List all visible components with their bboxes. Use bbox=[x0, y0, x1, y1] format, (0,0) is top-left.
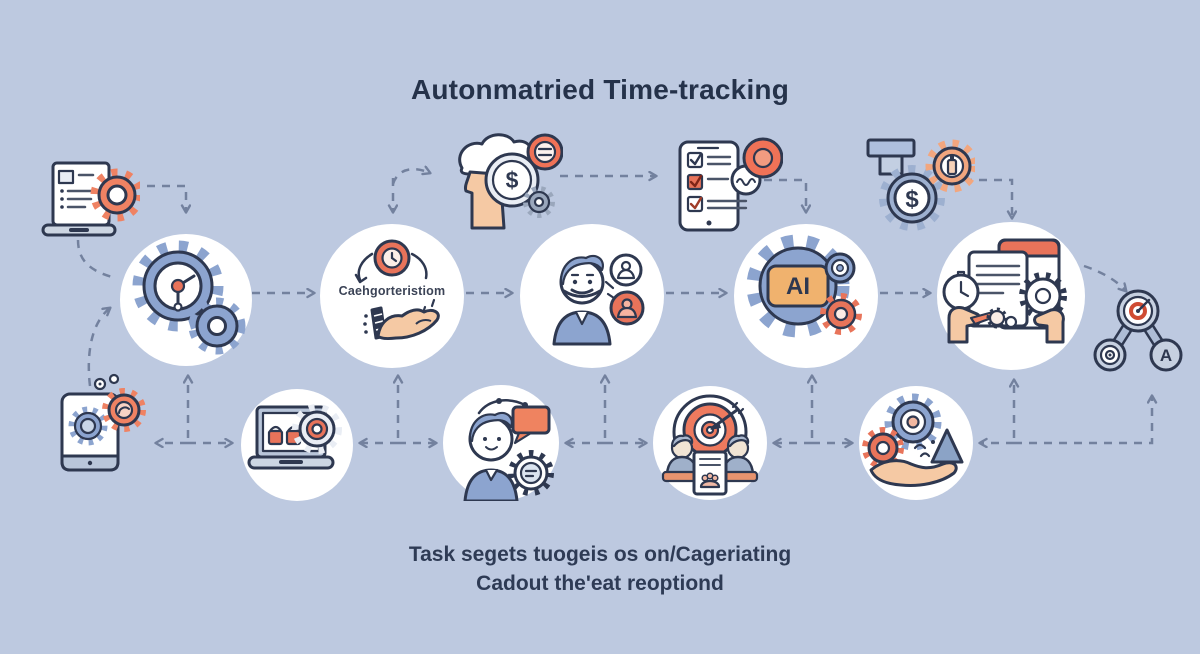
caption-text: Task segets tuogeis os on/Cageriating Ca… bbox=[0, 540, 1200, 598]
network-letter-text: A bbox=[1160, 346, 1172, 365]
caption-line1: Task segets tuogeis os on/Cageriating bbox=[408, 543, 792, 566]
phone-checklist-icon bbox=[668, 136, 784, 241]
arrow-laptop-top-to-step1 bbox=[132, 184, 186, 212]
node-hand-categorization: Caehgorteristiom bbox=[320, 224, 464, 368]
phone-gears-icon bbox=[48, 372, 148, 492]
arrow-branch-head-icon bbox=[391, 169, 430, 185]
node-ai-gear: AI bbox=[734, 224, 878, 368]
ai-text: AI bbox=[786, 273, 810, 300]
node-gears-clock bbox=[120, 234, 252, 366]
dollar-gears-pipe-icon: $ bbox=[860, 130, 979, 240]
thinking-head-coin-icon: $ bbox=[438, 128, 564, 238]
gear-dollar-text: $ bbox=[905, 186, 919, 213]
node-team-target bbox=[653, 386, 767, 500]
person-badges-icon bbox=[552, 253, 645, 346]
hand-gears-cone-icon bbox=[862, 393, 964, 487]
categorization-label: Caehgorteristiom bbox=[338, 284, 446, 298]
laptop-document-gear-icon bbox=[35, 155, 144, 255]
page-title: Autonmatried Time-tracking bbox=[410, 74, 790, 105]
gears-clock-icon bbox=[132, 240, 246, 355]
node-document-review bbox=[937, 222, 1085, 370]
hand-clock-icon bbox=[354, 239, 440, 341]
person-chat-gear-icon bbox=[463, 398, 554, 501]
network-target-icon: A bbox=[1086, 283, 1191, 388]
team-target-icon bbox=[661, 394, 759, 496]
arrow-loop-network bbox=[1014, 396, 1152, 445]
node-hand-gears bbox=[859, 386, 973, 500]
node-laptop-apps bbox=[241, 389, 353, 501]
documents-hands-icon bbox=[942, 238, 1067, 344]
caption-line2: Cadout the'eat reoptiond bbox=[476, 572, 724, 595]
coin-dollar-text: $ bbox=[506, 167, 519, 193]
node-user-profile bbox=[520, 224, 664, 368]
node-user-chat bbox=[443, 385, 559, 501]
ai-gear-icon: AI bbox=[746, 234, 862, 338]
laptop-apps-gear-icon bbox=[247, 404, 342, 470]
